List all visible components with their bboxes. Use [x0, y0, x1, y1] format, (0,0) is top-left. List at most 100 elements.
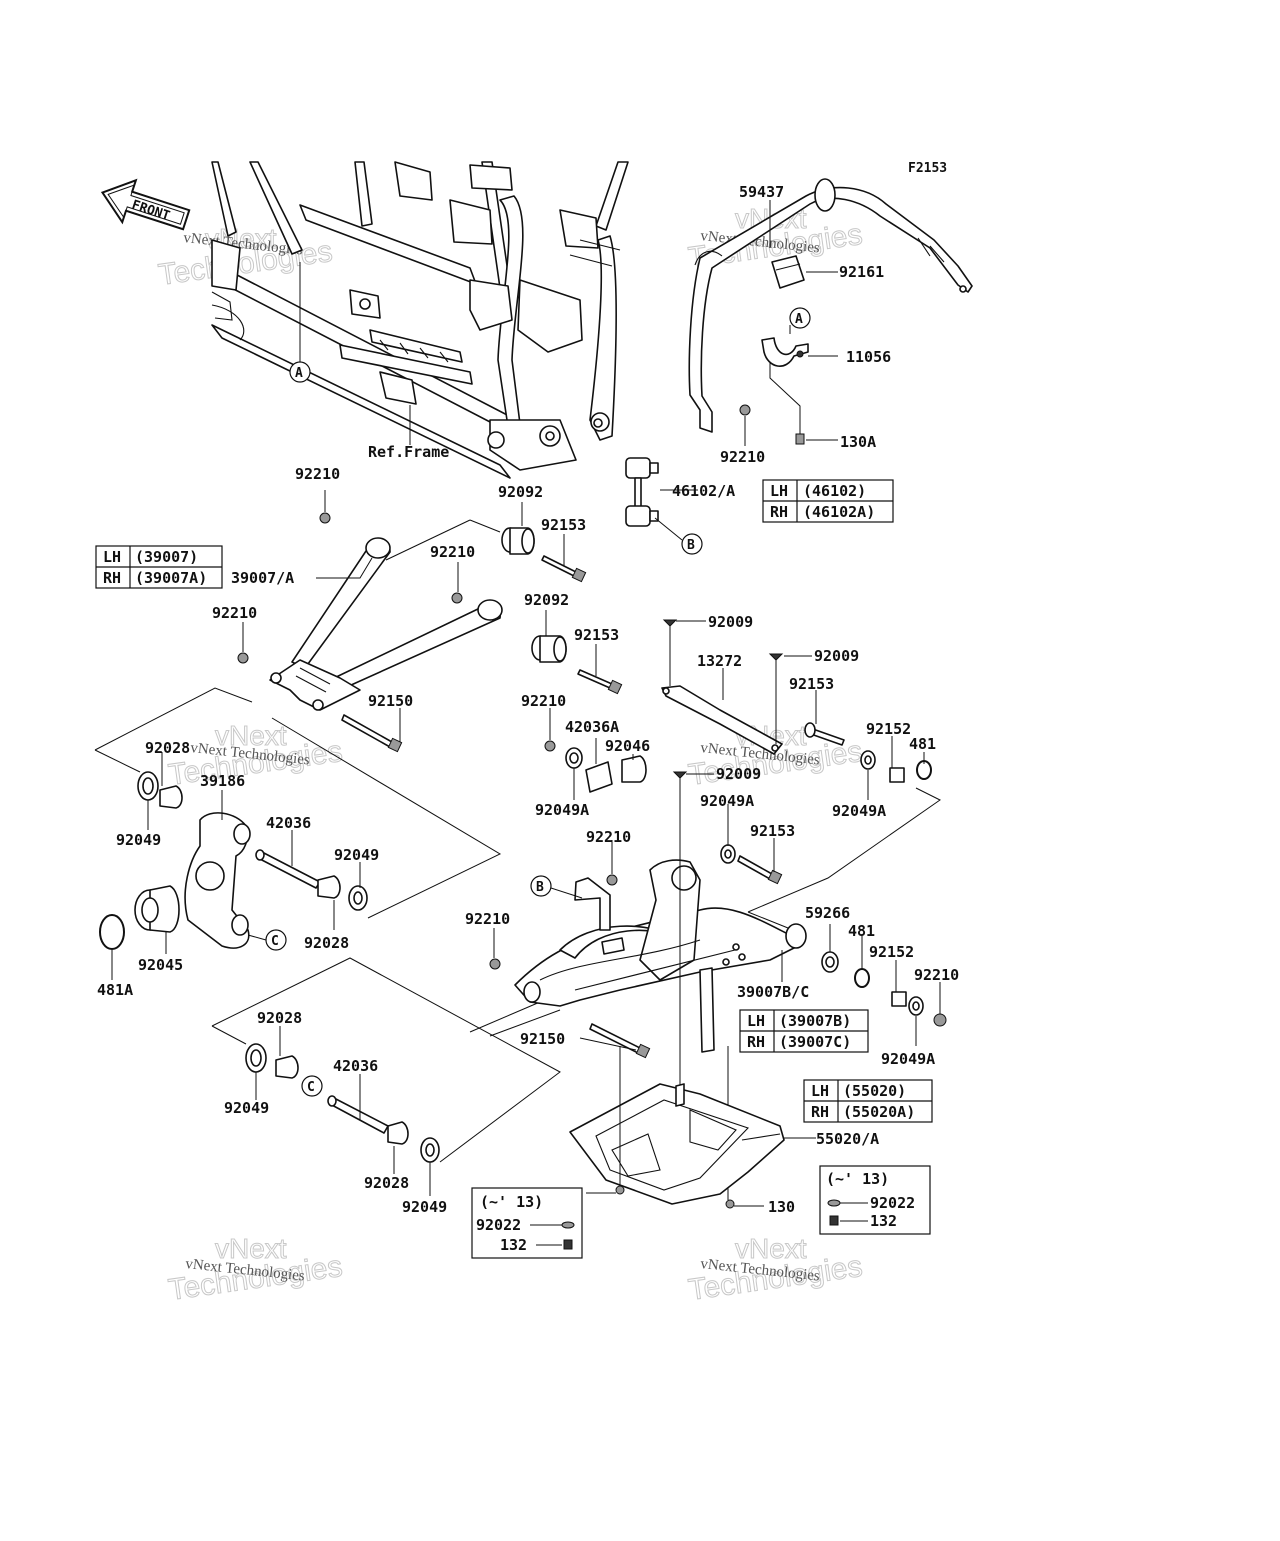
svg-text:132: 132	[870, 1212, 897, 1230]
label-59266: 59266	[805, 904, 850, 922]
label-92028-a: 92028	[145, 739, 190, 757]
svg-text:LH: LH	[747, 1012, 765, 1030]
label-92210-e: 92210	[586, 828, 631, 846]
svg-text:132: 132	[500, 1236, 527, 1254]
watermark-bottom-right: vNext Technologies vNext Technologies	[686, 1233, 865, 1308]
collar-92028-b	[317, 875, 341, 899]
watermark-mid-left: vNext Technologies vNext Technologies	[166, 720, 345, 793]
svg-text:RH: RH	[770, 503, 788, 521]
label-92028-d: 92028	[364, 1174, 409, 1192]
label-39007BC: 39007B/C	[737, 983, 809, 1001]
label-92150-b: 92150	[520, 1030, 565, 1048]
label-92009-b: 92009	[814, 647, 859, 665]
pin-42036-b	[327, 1095, 389, 1134]
label-92049A-c: 92049A	[832, 802, 886, 820]
label-92210-f: 92210	[465, 910, 510, 928]
label-92161: 92161	[839, 263, 884, 281]
leader-lines	[111, 200, 941, 1207]
seal-92049A-d	[908, 996, 924, 1016]
nut-92210-g	[933, 1013, 947, 1027]
ref-frame-label: Ref.Frame	[368, 443, 449, 461]
label-92009-a: 92009	[708, 613, 753, 631]
label-92153-b: 92153	[574, 626, 619, 644]
screw-92009-c	[672, 771, 688, 779]
label-39186: 39186	[200, 772, 245, 790]
svg-text:(39007B): (39007B)	[779, 1012, 851, 1030]
label-92152-b: 92152	[869, 943, 914, 961]
part-labels: 59437 92161 11056 130A 92210 46102/A 922…	[97, 183, 959, 1216]
svg-text:(39007C): (39007C)	[779, 1033, 851, 1051]
label-92210-d: 92210	[521, 692, 566, 710]
label-92049A-a: 92049A	[535, 801, 589, 819]
bolt-92153-a	[541, 555, 587, 583]
box-bottom-left: (~' 13) 92022 132	[471, 1187, 583, 1259]
label-92210-a: 92210	[295, 465, 340, 483]
svg-text:vNext: vNext	[735, 1233, 807, 1264]
bolt-92150-a	[341, 714, 403, 753]
svg-text:LH: LH	[770, 482, 788, 500]
nut-92210-upper2	[451, 592, 463, 604]
svg-text:B: B	[687, 538, 695, 553]
collar-92152-a	[889, 767, 905, 783]
svg-text:RH: RH	[811, 1103, 829, 1121]
svg-text:92022: 92022	[476, 1216, 521, 1234]
bolt-92153-d	[737, 855, 783, 885]
label-92049-a: 92049	[116, 831, 161, 849]
label-92210-g: 92210	[914, 966, 959, 984]
label-92049A-b: 92049A	[700, 792, 754, 810]
circlip-481A	[99, 914, 125, 950]
marker-B-link: B	[681, 533, 703, 555]
bushing-92161	[771, 255, 805, 289]
seal-92049A-b	[720, 844, 736, 864]
svg-text:(55020): (55020)	[843, 1082, 906, 1100]
label-92009-c: 92009	[716, 765, 761, 783]
bolt-130-a	[615, 1185, 625, 1195]
svg-text:B: B	[536, 880, 544, 895]
label-92049A-d: 92049A	[881, 1050, 935, 1068]
svg-text:(46102): (46102)	[803, 482, 866, 500]
label-92049-c: 92049	[224, 1099, 269, 1117]
svg-text:vNext: vNext	[215, 720, 287, 751]
bushing-92092-b	[531, 635, 567, 663]
collar-42036A	[585, 761, 613, 793]
label-59437: 59437	[739, 183, 784, 201]
bracket-B	[574, 877, 611, 931]
screw-92009-b	[768, 653, 784, 661]
marker-A-frame: A	[289, 361, 311, 383]
svg-text:LH: LH	[103, 548, 121, 566]
seal-92049-d	[420, 1137, 440, 1163]
bolt-92153-b	[577, 669, 623, 695]
table-55020: LH (55020) RH (55020A)	[803, 1079, 933, 1123]
marker-A-clamp: A	[789, 307, 811, 329]
bolt-130-b	[725, 1199, 735, 1209]
nut-92210-f	[489, 958, 501, 970]
label-39007: 39007/A	[231, 569, 294, 587]
label-92210-c: 92210	[212, 604, 257, 622]
label-42036-a: 42036	[266, 814, 311, 832]
front-arrow-icon: FRONT	[100, 178, 191, 231]
svg-text:92022: 92022	[870, 1194, 915, 1212]
table-46102: LH (46102) RH (46102A)	[762, 479, 894, 523]
stabilizer-link-46102	[625, 457, 659, 527]
marker-C-knuckle: C	[265, 929, 287, 951]
bushing-92046	[621, 755, 647, 783]
label-92153-a: 92153	[541, 516, 586, 534]
label-92028-b: 92028	[304, 934, 349, 952]
figure-code: F2153	[908, 161, 947, 176]
label-481-b: 481	[848, 922, 875, 940]
frame-illustration	[211, 161, 629, 479]
seal-92049-b	[348, 885, 368, 911]
nut-92210-d	[544, 740, 556, 752]
assembly-guide-lines	[94, 519, 941, 1163]
nut-92210-upper3	[237, 652, 249, 664]
svg-text:A: A	[795, 312, 803, 327]
svg-text:(~' 13): (~' 13)	[480, 1193, 543, 1211]
svg-text:C: C	[307, 1080, 315, 1095]
label-481-a: 481	[909, 735, 936, 753]
label-92153-c: 92153	[789, 675, 834, 693]
svg-text:RH: RH	[103, 569, 121, 587]
seal-92049-left	[137, 771, 159, 801]
pin-42036-a	[255, 849, 321, 889]
table-39007: LH (39007) RH (39007A)	[95, 545, 223, 589]
svg-text:(~' 13): (~' 13)	[826, 1170, 889, 1188]
